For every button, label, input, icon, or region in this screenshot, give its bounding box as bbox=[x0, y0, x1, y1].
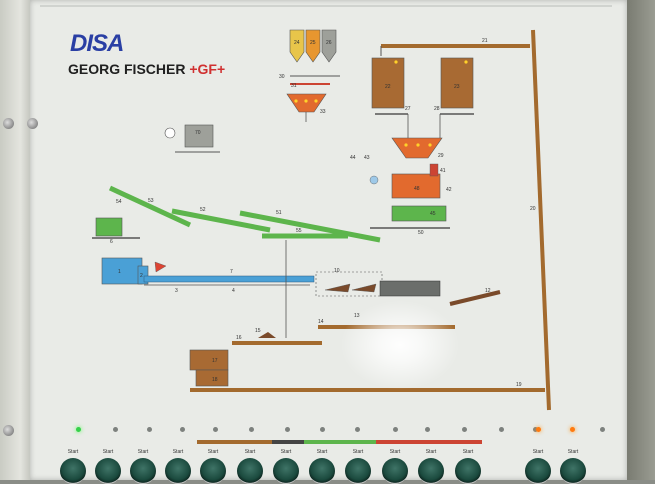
label-55: 55 bbox=[296, 228, 302, 234]
company-name: GEORG FISCHER +GF+ bbox=[68, 61, 225, 77]
label-70: 70 bbox=[195, 130, 201, 136]
gf-mark: +GF+ bbox=[189, 61, 226, 77]
start-button-4[interactable] bbox=[165, 458, 191, 484]
label-52: 52 bbox=[200, 207, 206, 213]
silo-group-top: 24 25 26 30 31 bbox=[279, 29, 340, 89]
panel-frame-left bbox=[0, 0, 34, 480]
mixer-48 bbox=[391, 173, 441, 199]
label-18: 18 bbox=[212, 377, 218, 383]
screw-icon bbox=[27, 118, 38, 129]
label-27: 27 bbox=[405, 106, 411, 112]
start-button-6[interactable] bbox=[237, 458, 263, 484]
weigh-hopper-33 bbox=[286, 93, 327, 113]
start-button-14[interactable] bbox=[560, 458, 586, 484]
start-button-9[interactable] bbox=[345, 458, 371, 484]
company-name-text: GEORG FISCHER bbox=[68, 61, 186, 77]
hopper-18 bbox=[195, 369, 229, 387]
screw-icon bbox=[3, 118, 14, 129]
start-button-1[interactable] bbox=[60, 458, 86, 484]
label-48: 48 bbox=[414, 186, 420, 192]
label-29: 29 bbox=[438, 153, 444, 159]
shakeout-grid bbox=[379, 280, 441, 297]
label-17: 17 bbox=[212, 358, 218, 364]
start-button-8[interactable] bbox=[309, 458, 335, 484]
conveyor-51 bbox=[239, 210, 381, 243]
label-43: 43 bbox=[364, 155, 370, 161]
label-41: 41 bbox=[440, 168, 446, 174]
start-button-7[interactable] bbox=[273, 458, 299, 484]
light-reflection bbox=[340, 300, 460, 390]
conveyor-53 bbox=[108, 185, 192, 228]
label-4: 4 bbox=[232, 288, 235, 294]
silo-26 bbox=[321, 29, 337, 63]
mold-conveyor-7 bbox=[143, 275, 315, 283]
label-21: 21 bbox=[482, 38, 488, 44]
start-button-2[interactable] bbox=[95, 458, 121, 484]
label-33: 33 bbox=[320, 109, 326, 115]
mixer-hopper-29 bbox=[391, 137, 443, 159]
molding-machine-1 bbox=[101, 257, 143, 285]
bin-22 bbox=[371, 57, 405, 109]
label-19: 19 bbox=[516, 382, 522, 388]
conveyor-20 bbox=[531, 29, 551, 411]
label-23: 23 bbox=[454, 84, 460, 90]
label-22: 22 bbox=[385, 84, 391, 90]
label-16: 16 bbox=[236, 335, 242, 341]
disa-logo: DISA bbox=[70, 30, 124, 57]
panel-frame-right bbox=[625, 0, 655, 480]
silo-25 bbox=[305, 29, 321, 63]
start-button-11[interactable] bbox=[418, 458, 444, 484]
label-42: 42 bbox=[446, 187, 452, 193]
label-24: 24 bbox=[294, 40, 300, 46]
silo-24 bbox=[289, 29, 305, 63]
label-15: 15 bbox=[255, 328, 261, 334]
label-54: 54 bbox=[116, 199, 122, 205]
conveyor-52 bbox=[171, 208, 271, 233]
label-10: 10 bbox=[334, 268, 340, 274]
label-30: 30 bbox=[279, 74, 285, 80]
panel-top-edge bbox=[40, 5, 612, 7]
label-20: 20 bbox=[530, 206, 536, 212]
hopper-6 bbox=[95, 217, 123, 237]
label-28: 28 bbox=[434, 106, 440, 112]
label-25: 25 bbox=[310, 40, 316, 46]
label-7: 7 bbox=[230, 269, 233, 275]
label-44: 44 bbox=[350, 155, 356, 161]
label-45: 45 bbox=[430, 211, 436, 217]
start-button-13[interactable] bbox=[525, 458, 551, 484]
label-2: 2 bbox=[140, 273, 143, 279]
mimic-panel bbox=[30, 0, 627, 480]
bin-23 bbox=[440, 57, 474, 109]
machine-70 bbox=[184, 124, 214, 148]
conveyor-12 bbox=[449, 290, 501, 306]
start-button-10[interactable] bbox=[382, 458, 408, 484]
start-button-3[interactable] bbox=[130, 458, 156, 484]
label-31: 31 bbox=[291, 83, 297, 89]
conveyor-45 bbox=[391, 205, 447, 222]
start-button-12[interactable] bbox=[455, 458, 481, 484]
screw-icon bbox=[3, 425, 14, 436]
label-6: 6 bbox=[110, 239, 113, 245]
label-14: 14 bbox=[318, 319, 324, 325]
label-50: 50 bbox=[418, 230, 424, 236]
label-51: 51 bbox=[276, 210, 282, 216]
label-3: 3 bbox=[175, 288, 178, 294]
label-53: 53 bbox=[148, 198, 154, 204]
hopper-17 bbox=[189, 349, 229, 371]
label-12: 12 bbox=[485, 288, 491, 294]
label-26: 26 bbox=[326, 40, 332, 46]
start-button-5[interactable] bbox=[200, 458, 226, 484]
label-1: 1 bbox=[118, 269, 121, 275]
